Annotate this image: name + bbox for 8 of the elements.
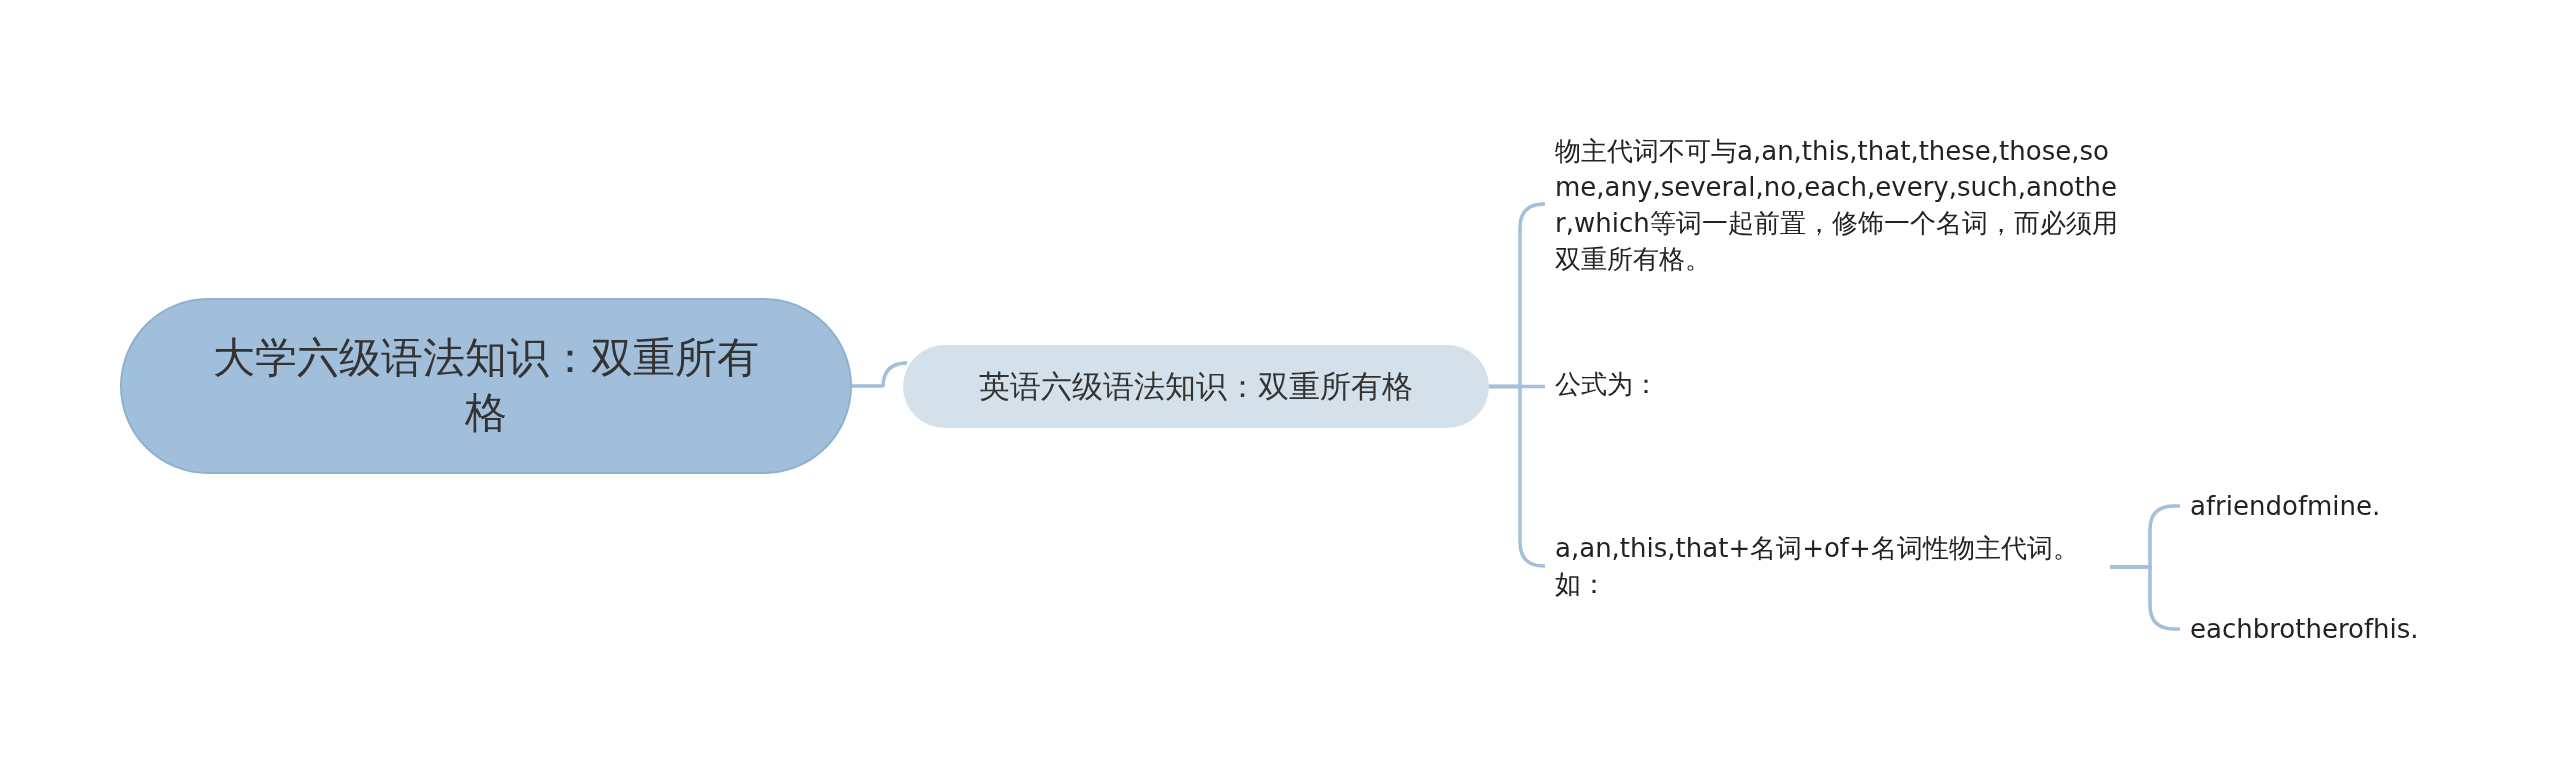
topic-text: eachbrotherofhis. (2180, 611, 2520, 647)
topic-text: afriendofmine. (2180, 488, 2500, 524)
topic-text: 公式为： (1545, 366, 1845, 402)
root-topic-box: 大学六级语法知识：双重所有格 (120, 298, 852, 474)
topic-text: 物主代词不可与a,an,this,that,these,those,some,any,several,no,each,every,such,another,which等词一起前置，修饰一个名词，而必须用双重所有格。 (1545, 133, 2125, 277)
topic-text: a,an,this,that+名词+of+名词性物主代词。如： (1545, 530, 2110, 602)
topic-box: 英语六级语法知识：双重所有格 (903, 345, 1489, 428)
connector-line (852, 361, 909, 389)
